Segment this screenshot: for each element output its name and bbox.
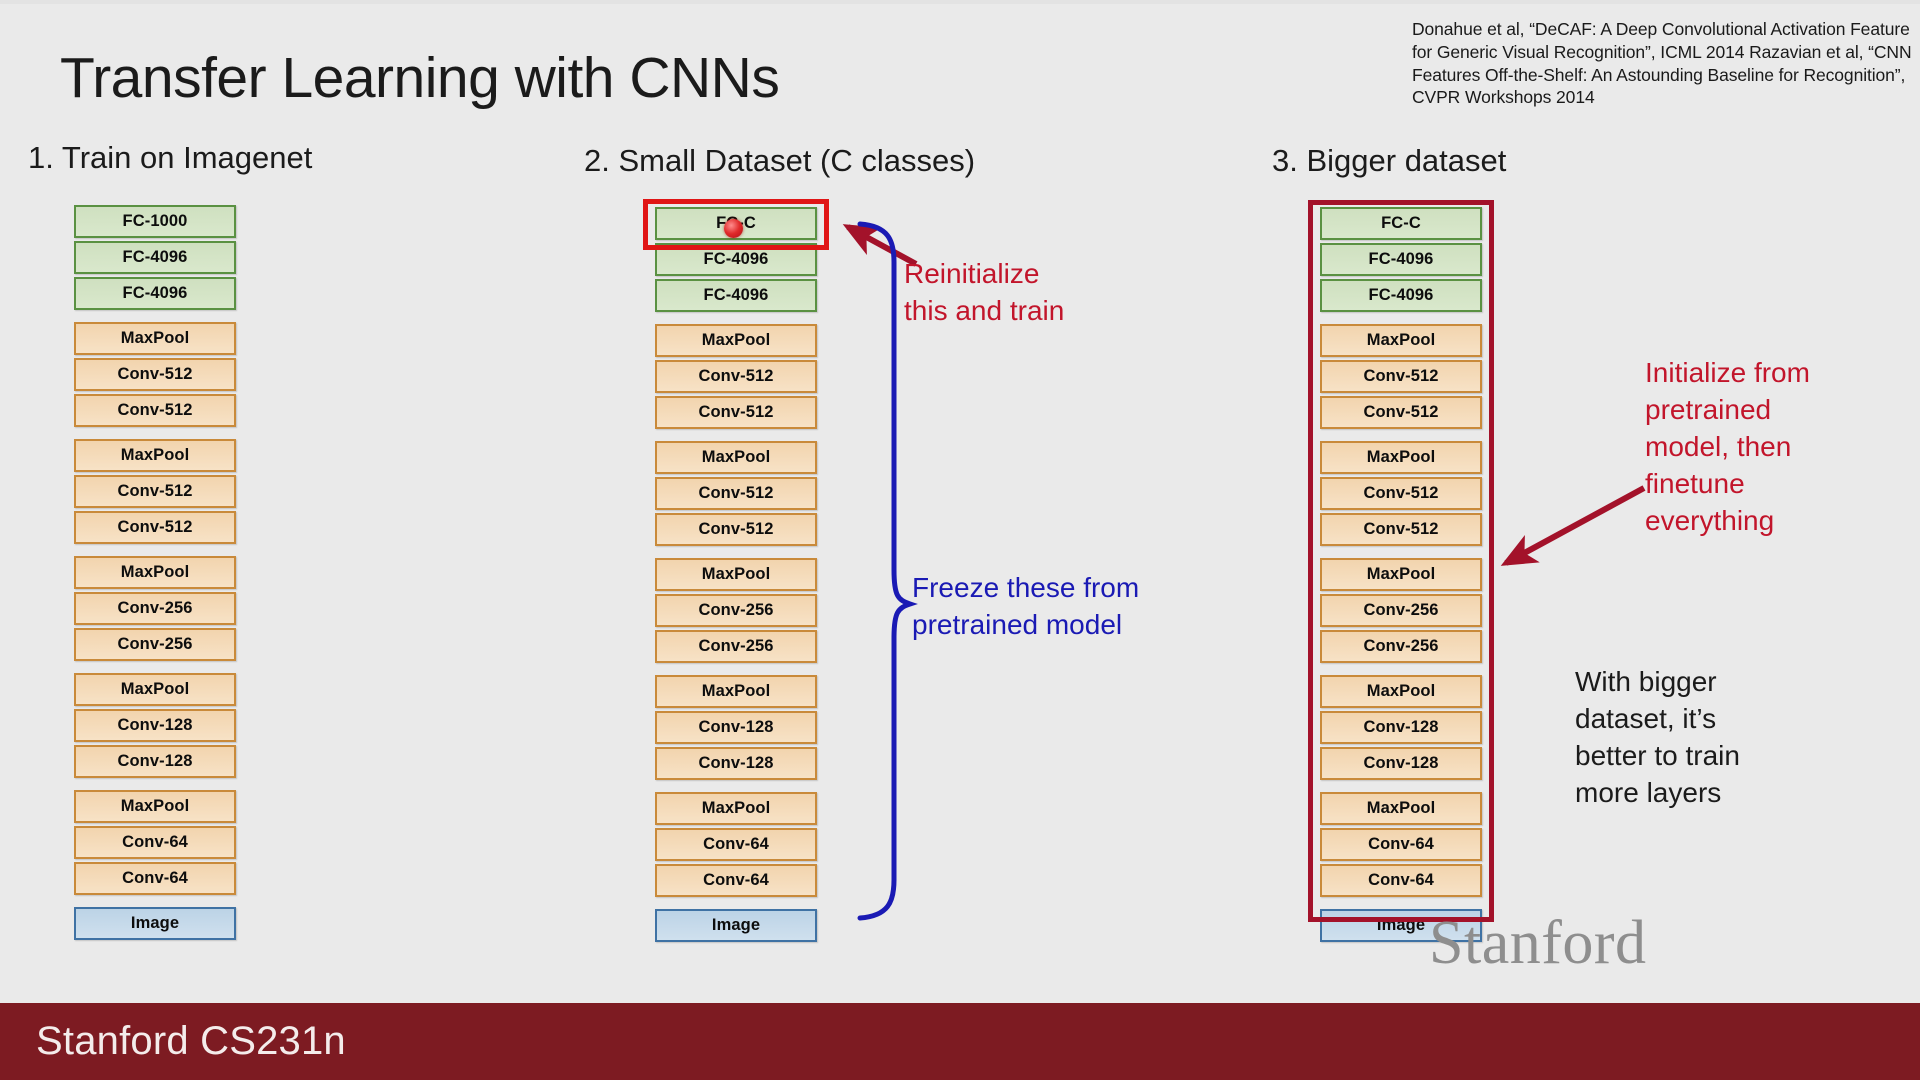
layer-box-conv-512: Conv-512: [655, 396, 817, 429]
layer-box-maxpool: MaxPool: [74, 556, 236, 589]
column-header-bigger-dataset: 3. Bigger dataset: [1272, 143, 1507, 178]
layer-box-conv-512: Conv-512: [74, 358, 236, 391]
layer-box-conv-256: Conv-256: [74, 592, 236, 625]
layer-box-conv-512: Conv-512: [655, 513, 817, 546]
layer-box-conv-128: Conv-128: [74, 745, 236, 778]
layer-box-maxpool: MaxPool: [1320, 675, 1482, 708]
layer-box-fc-4096: FC-4096: [74, 241, 236, 274]
layer-box-conv-128: Conv-128: [655, 747, 817, 780]
layer-box-conv-512: Conv-512: [74, 511, 236, 544]
layer-box-conv-128: Conv-128: [1320, 711, 1482, 744]
layer-box-maxpool: MaxPool: [655, 558, 817, 591]
layer-box-maxpool: MaxPool: [74, 322, 236, 355]
layer-box-fc-4096: FC-4096: [655, 279, 817, 312]
footer-course-label: Stanford CS231n: [36, 1019, 346, 1063]
layer-box-fc-c: FC-C: [1320, 207, 1482, 240]
layer-box-fc-4096: FC-4096: [1320, 243, 1482, 276]
layer-box-conv-64: Conv-64: [1320, 828, 1482, 861]
layer-box-maxpool: MaxPool: [74, 439, 236, 472]
layer-box-conv-128: Conv-128: [655, 711, 817, 744]
layer-box-conv-256: Conv-256: [655, 594, 817, 627]
layer-box-maxpool: MaxPool: [1320, 441, 1482, 474]
page-title: Transfer Learning with CNNs: [60, 46, 780, 110]
layer-box-maxpool: MaxPool: [1320, 792, 1482, 825]
layer-box-maxpool: MaxPool: [74, 790, 236, 823]
layer-box-maxpool: MaxPool: [655, 792, 817, 825]
layer-box-conv-64: Conv-64: [655, 864, 817, 897]
column-header-train-on-imagenet: 1. Train on Imagenet: [28, 140, 313, 175]
layer-box-conv-64: Conv-64: [1320, 864, 1482, 897]
network-stack-small-dataset: FC-CFC-4096FC-4096MaxPoolConv-512Conv-51…: [655, 207, 817, 945]
layer-box-conv-512: Conv-512: [74, 475, 236, 508]
layer-box-maxpool: MaxPool: [1320, 324, 1482, 357]
layer-box-fc-4096: FC-4096: [1320, 279, 1482, 312]
annotation-freeze: Freeze these from pretrained model: [912, 572, 1140, 640]
layer-box-conv-64: Conv-64: [74, 862, 236, 895]
annotation-bigger-dataset-note: With bigger dataset, it’s better to trai…: [1575, 666, 1740, 808]
layer-box-fc-4096: FC-4096: [74, 277, 236, 310]
layer-box-conv-512: Conv-512: [1320, 477, 1482, 510]
layer-box-conv-256: Conv-256: [1320, 630, 1482, 663]
layer-box-maxpool: MaxPool: [74, 673, 236, 706]
layer-box-conv-256: Conv-256: [655, 630, 817, 663]
citation-text: Donahue et al, “DeCAF: A Deep Convolutio…: [1412, 19, 1912, 108]
layer-box-maxpool: MaxPool: [1320, 558, 1482, 591]
layer-box-conv-128: Conv-128: [74, 709, 236, 742]
freeze-brace: [857, 221, 918, 921]
column-header-small-dataset: 2. Small Dataset (C classes): [584, 143, 976, 178]
layer-box-fc-1000: FC-1000: [74, 205, 236, 238]
layer-box-maxpool: MaxPool: [655, 675, 817, 708]
layer-box-conv-512: Conv-512: [1320, 513, 1482, 546]
mouse-cursor-dot: [724, 219, 743, 238]
layer-box-image: Image: [74, 907, 236, 940]
finetune-arrow: [1500, 485, 1646, 566]
top-edge-divider: [0, 0, 1920, 4]
layer-box-conv-512: Conv-512: [1320, 360, 1482, 393]
layer-box-conv-512: Conv-512: [74, 394, 236, 427]
annotation-finetune: Initialize from pretrained model, then f…: [1645, 357, 1810, 536]
layer-box-conv-512: Conv-512: [655, 477, 817, 510]
layer-box-maxpool: MaxPool: [655, 324, 817, 357]
layer-box-fc-4096: FC-4096: [655, 243, 817, 276]
layer-box-conv-256: Conv-256: [74, 628, 236, 661]
layer-box-maxpool: MaxPool: [655, 441, 817, 474]
footer-bar: Stanford CS231n: [0, 1003, 1920, 1080]
layer-box-conv-512: Conv-512: [655, 360, 817, 393]
layer-box-conv-64: Conv-64: [74, 826, 236, 859]
annotation-reinitialize: Reinitialize this and train: [904, 258, 1065, 326]
layer-box-conv-128: Conv-128: [1320, 747, 1482, 780]
layer-box-conv-256: Conv-256: [1320, 594, 1482, 627]
stanford-wordmark: Stanford: [1429, 909, 1647, 977]
layer-box-conv-512: Conv-512: [1320, 396, 1482, 429]
layer-box-image: Image: [655, 909, 817, 942]
layer-box-conv-64: Conv-64: [655, 828, 817, 861]
